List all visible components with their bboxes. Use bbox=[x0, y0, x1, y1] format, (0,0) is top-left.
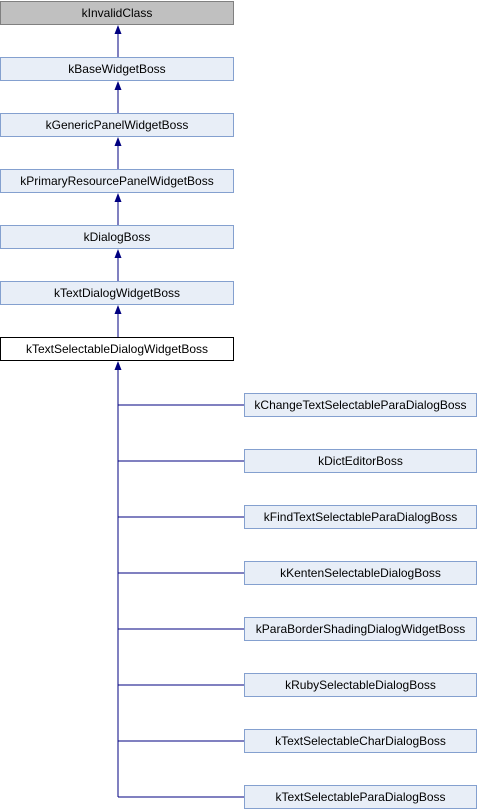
class-node-k-text-dialog-widget-boss[interactable]: kTextDialogWidgetBoss bbox=[0, 281, 234, 305]
class-node-k-primary-resource-panel-widget-boss[interactable]: kPrimaryResourcePanelWidgetBoss bbox=[0, 169, 234, 193]
arrow-head-icon bbox=[114, 249, 122, 258]
class-node-k-invalid-class: kInvalidClass bbox=[0, 1, 234, 25]
arrow-head-icon bbox=[114, 305, 122, 314]
class-node-k-base-widget-boss[interactable]: kBaseWidgetBoss bbox=[0, 57, 234, 81]
class-node-k-text-selectable-char-dialog-boss[interactable]: kTextSelectableCharDialogBoss bbox=[244, 729, 477, 753]
class-node-k-kenten-selectable-dialog-boss[interactable]: kKentenSelectableDialogBoss bbox=[244, 561, 477, 585]
class-node-k-change-text-selectable-para-dialog-boss[interactable]: kChangeTextSelectableParaDialogBoss bbox=[244, 393, 477, 417]
class-node-k-find-text-selectable-para-dialog-boss[interactable]: kFindTextSelectableParaDialogBoss bbox=[244, 505, 477, 529]
class-node-k-generic-panel-widget-boss[interactable]: kGenericPanelWidgetBoss bbox=[0, 113, 234, 137]
arrow-head-icon bbox=[114, 81, 122, 90]
class-node-k-dict-editor-boss[interactable]: kDictEditorBoss bbox=[244, 449, 477, 473]
class-node-k-dialog-boss[interactable]: kDialogBoss bbox=[0, 225, 234, 249]
arrow-head-icon bbox=[114, 25, 122, 34]
arrow-head-icon bbox=[114, 361, 122, 370]
class-node-k-ruby-selectable-dialog-boss[interactable]: kRubySelectableDialogBoss bbox=[244, 673, 477, 697]
class-node-k-text-selectable-para-dialog-boss[interactable]: kTextSelectableParaDialogBoss bbox=[244, 785, 477, 809]
arrow-head-icon bbox=[114, 193, 122, 202]
class-node-k-para-border-shading-dialog-widget-boss[interactable]: kParaBorderShadingDialogWidgetBoss bbox=[244, 617, 477, 641]
arrow-head-icon bbox=[114, 137, 122, 146]
class-node-k-text-selectable-dialog-widget-boss: kTextSelectableDialogWidgetBoss bbox=[0, 337, 234, 361]
